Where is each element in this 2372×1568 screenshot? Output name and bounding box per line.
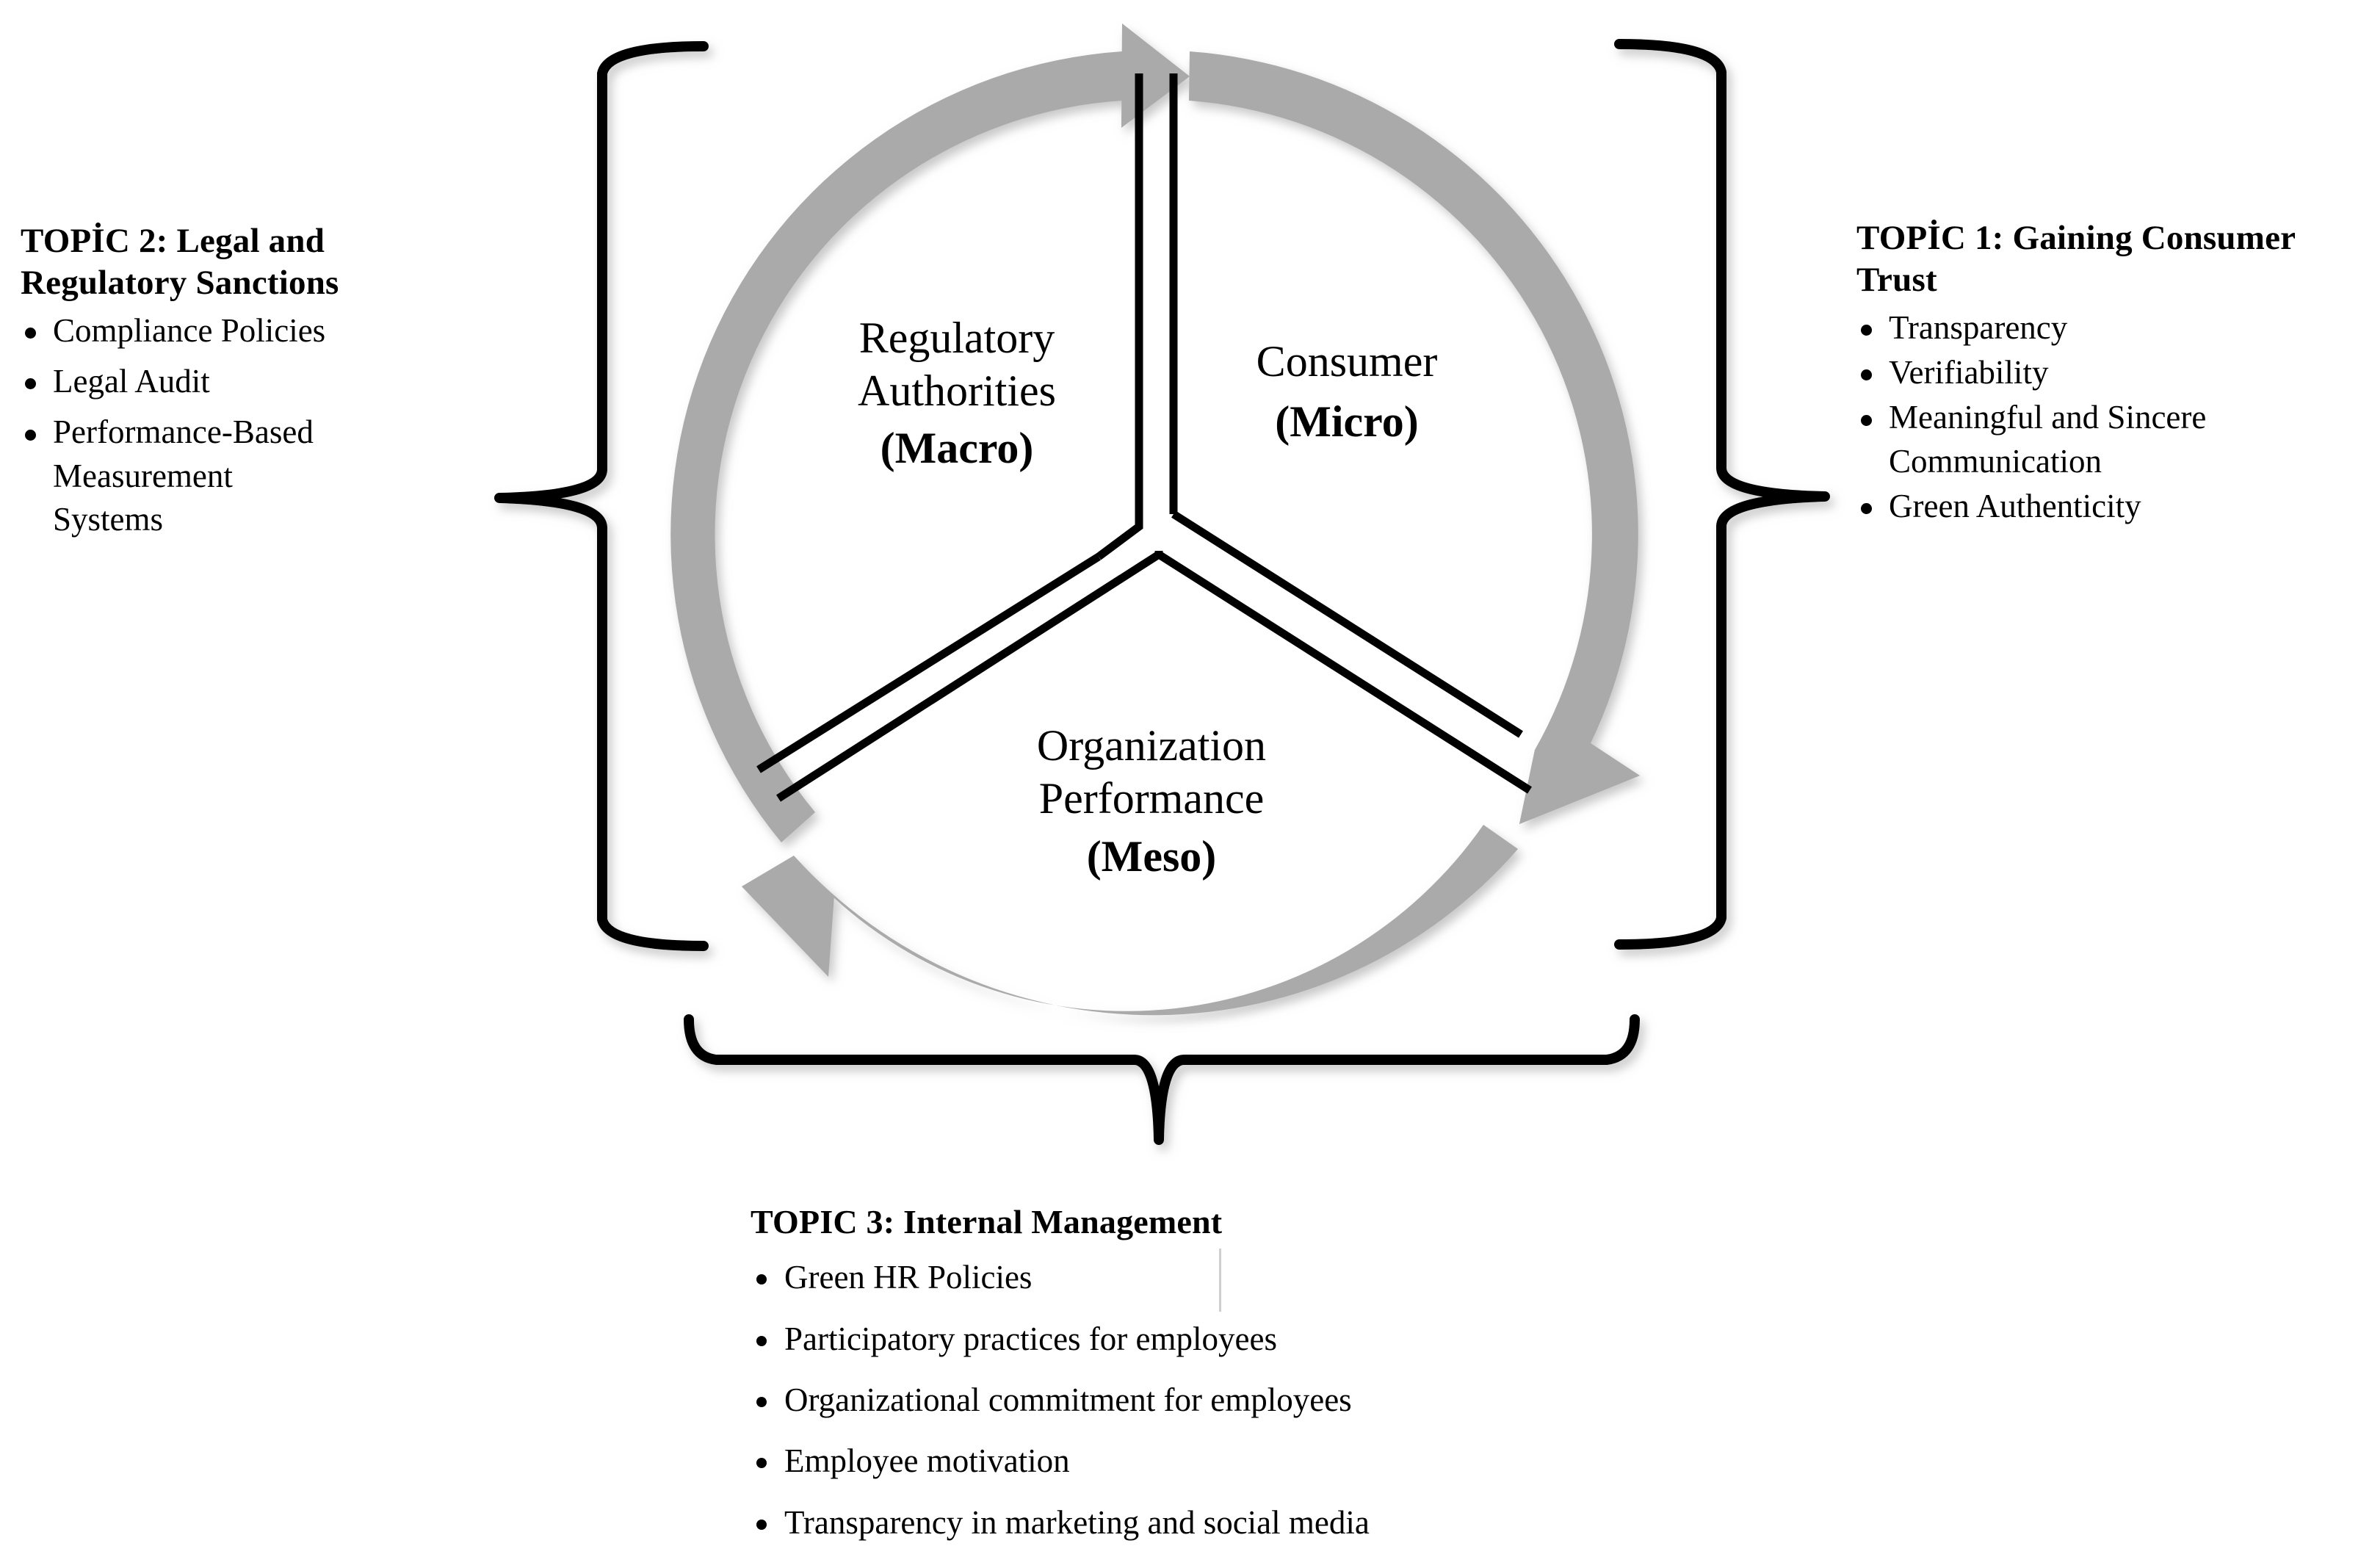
list-item: Verifiability [1856,351,2363,394]
label-macro-line1: Regulatory [859,314,1055,362]
label-micro-bold: (Micro) [1275,397,1418,446]
topic-right-list: Transparency Verifiability Meaningful an… [1856,306,2363,529]
list-item: Compliance Policies [21,309,491,353]
list-item: Organizational commitment for employees [751,1379,1779,1422]
bracket-left [494,41,709,951]
list-item: Meaningful and Sincere Communication [1856,396,2363,483]
topic-left-list: Compliance Policies Legal Audit Performa… [21,309,491,542]
topic-left-heading: TOPİC 2: Legal and Regulatory Sanctions [21,222,339,303]
list-item: Participatory practices for employees [751,1318,1779,1361]
ring-arrow-segment-macro [670,24,1188,842]
topic-panel-right: TOPİC 1: Gaining Consumer Trust Transpar… [1856,217,2363,530]
label-meso-line1: Organization [1037,721,1266,770]
list-item: Employee motivation [751,1439,1779,1483]
scan-artifact-line [1219,1249,1221,1312]
list-item: Transparency in marketing and social med… [751,1501,1779,1544]
ring-arrowhead-meso [742,886,834,977]
list-item: Green HR Policies [751,1256,1779,1299]
segment-divider-lines [756,73,1532,802]
bracket-bottom [684,1014,1640,1145]
topic-panel-bottom: TOPIC 3: Internal Management Green HR Po… [751,1202,1779,1562]
divider-vertical-left [1096,73,1143,560]
label-macro-line2: Authorities [858,366,1056,415]
label-meso-bold: (Meso) [1087,832,1217,881]
bracket-bottom-path [684,1014,1640,1145]
ring-arrowhead-micro [1519,750,1640,824]
bracket-left-path [494,41,709,951]
divider-lower-left-a [756,553,1101,773]
circle-labels: Regulatory Authorities (Macro) Consumer … [858,314,1437,881]
topic-panel-left: TOPİC 2: Legal and Regulatory Sanctions … [21,220,491,549]
topic-bottom-list: Green HR Policies Participatory practice… [751,1256,1779,1544]
bracket-right-path [1614,39,1830,950]
ring-arrow-segment-meso [742,825,1518,1016]
list-item: Transparency [1856,306,2363,350]
list-item: Green Authenticity [1856,485,2363,528]
divider-lower-right-b [1157,551,1532,794]
divider-lower-right-a [1171,510,1523,738]
topic-right-heading: TOPİC 1: Gaining Consumer Trust [1856,219,2296,300]
label-meso-line2: Performance [1039,774,1265,823]
list-item: Legal Audit [21,360,491,403]
divider-lower-left-b [776,551,1161,802]
bracket-right [1614,39,1830,950]
ring-arrowhead-macro [1121,24,1190,128]
label-macro-bold: (Macro) [881,424,1034,472]
list-item: Performance-Based Measurement Systems [21,411,491,541]
label-micro-line1: Consumer [1256,337,1438,386]
ring-arrow-segment-micro [1189,51,1640,824]
topic-bottom-heading: TOPIC 3: Internal Management [751,1203,1223,1240]
